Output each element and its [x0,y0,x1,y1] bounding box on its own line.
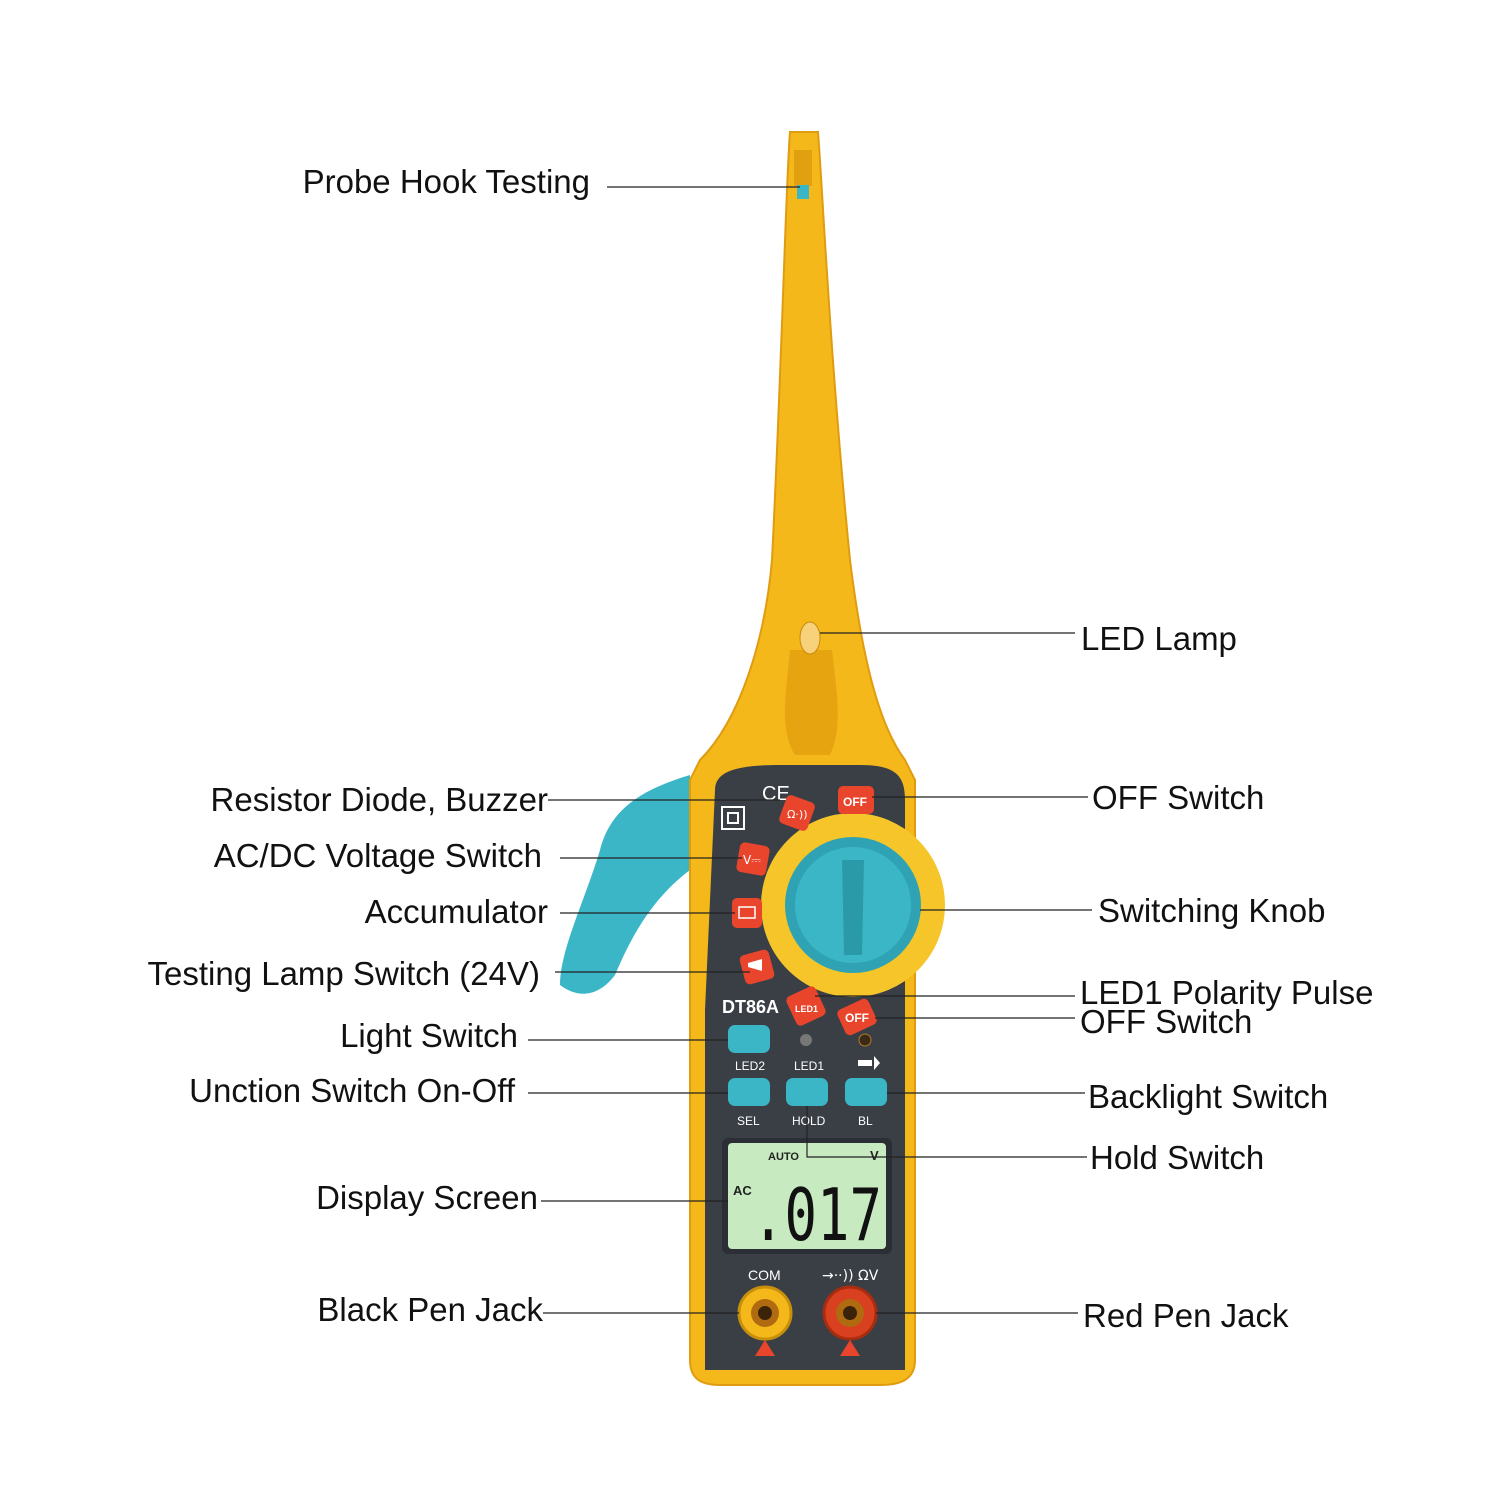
com-label: COM [748,1267,781,1283]
sel-label: SEL [737,1114,760,1128]
callout-off-switch-bottom: OFF Switch [1080,1003,1253,1040]
accumulator-button[interactable] [732,898,762,928]
callout-off-switch-top: OFF Switch [1092,779,1265,816]
callout-led1-polarity: LED1 Polarity Pulse [1080,974,1374,1011]
led-lamp [799,621,821,655]
callout-led-lamp: LED Lamp [1081,620,1237,657]
callout-red-pen-jack: Red Pen Jack [1083,1297,1289,1334]
leader-lines [528,186,1092,1314]
callout-ac-dc-voltage: AC/DC Voltage Switch [213,837,542,874]
double-insulation-inner [727,812,739,824]
ac-dc-voltage-button[interactable]: V⎓ [736,842,771,877]
callout-hold-switch: Hold Switch [1090,1139,1265,1176]
lcd-reading: .017 [752,1173,882,1257]
sel-button[interactable] [728,1078,770,1106]
callout-testing-lamp: Testing Lamp Switch (24V) [147,955,540,992]
light-switch-button[interactable] [728,1025,770,1053]
callout-black-pen-jack: Black Pen Jack [317,1291,543,1328]
hold-label: HOLD [792,1114,826,1128]
model-label: DT86A [722,997,779,1017]
probe-hook-tip [797,185,809,199]
svg-text:Ω·)): Ω·)) [787,808,808,821]
callout-display-screen: Display Screen [316,1179,538,1216]
led2-label: LED2 [735,1059,765,1073]
warning-icon-right [840,1340,860,1356]
bl-label: BL [858,1114,873,1128]
black-pen-jack-core [758,1306,772,1320]
led1-label: LED1 [794,1059,824,1073]
knob-pointer [842,860,864,955]
callout-accumulator: Accumulator [364,893,548,930]
backlight-icon [858,1056,880,1070]
double-insulation-icon [721,806,745,830]
off-top-button[interactable]: OFF [838,786,874,814]
lcd-unit: V [870,1148,879,1163]
warning-icon-left [755,1340,775,1356]
led-lamp-housing [785,650,838,755]
svg-text:OFF: OFF [845,1011,869,1025]
callout-unction-switch: Unction Switch On-Off [189,1072,515,1109]
svg-text:LED1: LED1 [795,1004,818,1014]
side-clamp [560,775,690,994]
input-jack-label: →··)) ΩV [822,1268,879,1284]
indicator-led-2 [800,1034,812,1046]
svg-text:OFF: OFF [843,795,867,809]
svg-text:V⎓: V⎓ [743,853,761,867]
lcd-auto-indicator: AUTO [768,1151,799,1163]
resistor-diode-button[interactable]: Ω·)) [778,794,816,832]
off-bottom-button[interactable]: OFF [836,997,879,1037]
indicator-led-1 [858,1033,872,1047]
callout-resistor-diode: Resistor Diode, Buzzer [210,781,548,818]
lcd-ac-indicator: AC [733,1183,752,1198]
callout-backlight-switch: Backlight Switch [1088,1078,1329,1115]
testing-lamp-button[interactable] [739,949,776,986]
callout-light-switch: Light Switch [340,1017,518,1054]
bl-button[interactable] [845,1078,887,1106]
red-pen-jack-core [843,1306,857,1320]
callout-switching-knob: Switching Knob [1098,892,1326,929]
probe-hook-slot [794,150,812,186]
callout-probe-hook: Probe Hook Testing [302,163,590,200]
hold-button[interactable] [786,1078,828,1106]
display-screen [728,1143,886,1249]
